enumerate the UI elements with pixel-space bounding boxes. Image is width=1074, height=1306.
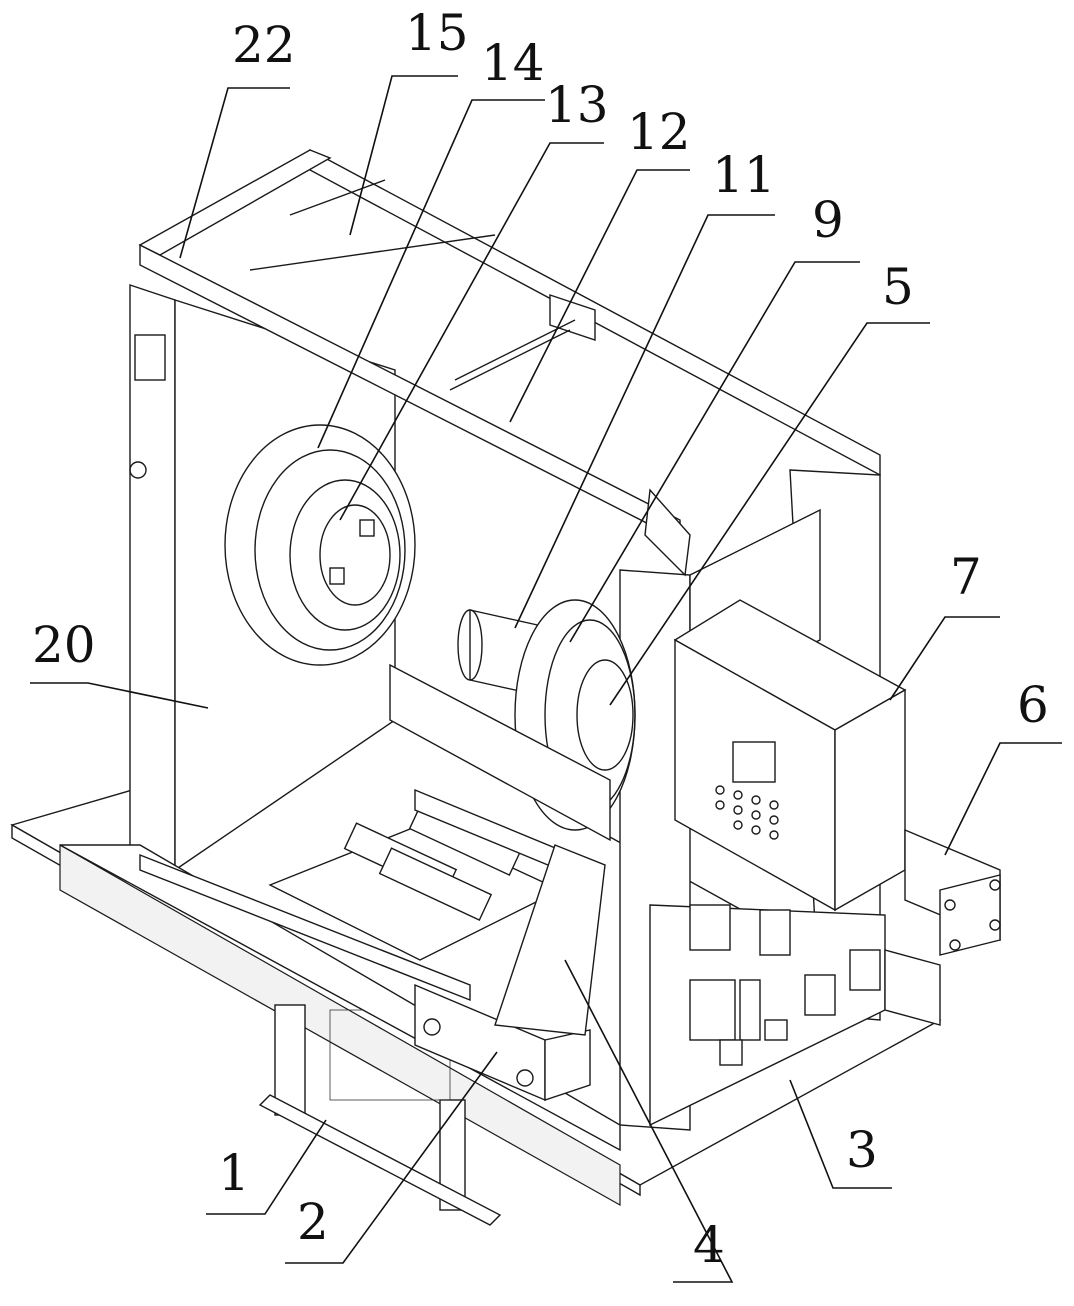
support-legs (258, 1004, 502, 1226)
label-20: 20 (32, 616, 96, 674)
front-frame (414, 844, 606, 1102)
label-2: 2 (297, 1193, 329, 1251)
label-6: 6 (1017, 676, 1049, 734)
roller-carriage (268, 663, 611, 961)
label-14: 14 (481, 34, 545, 92)
label-11: 11 (712, 146, 776, 204)
label-12: 12 (627, 103, 691, 161)
leader-lines (30, 75, 1062, 1283)
label-7: 7 (950, 548, 982, 606)
label-15: 15 (405, 4, 469, 62)
label-1: 1 (218, 1144, 250, 1202)
left-wheel (224, 424, 416, 666)
label-3: 3 (846, 1121, 878, 1179)
control-box (673, 599, 907, 912)
label-5: 5 (882, 258, 914, 316)
label-9: 9 (812, 191, 844, 249)
label-13: 13 (545, 76, 609, 134)
label-22: 22 (232, 16, 296, 74)
cylinder-assembly (884, 828, 1001, 1026)
label-4: 4 (693, 1216, 725, 1274)
